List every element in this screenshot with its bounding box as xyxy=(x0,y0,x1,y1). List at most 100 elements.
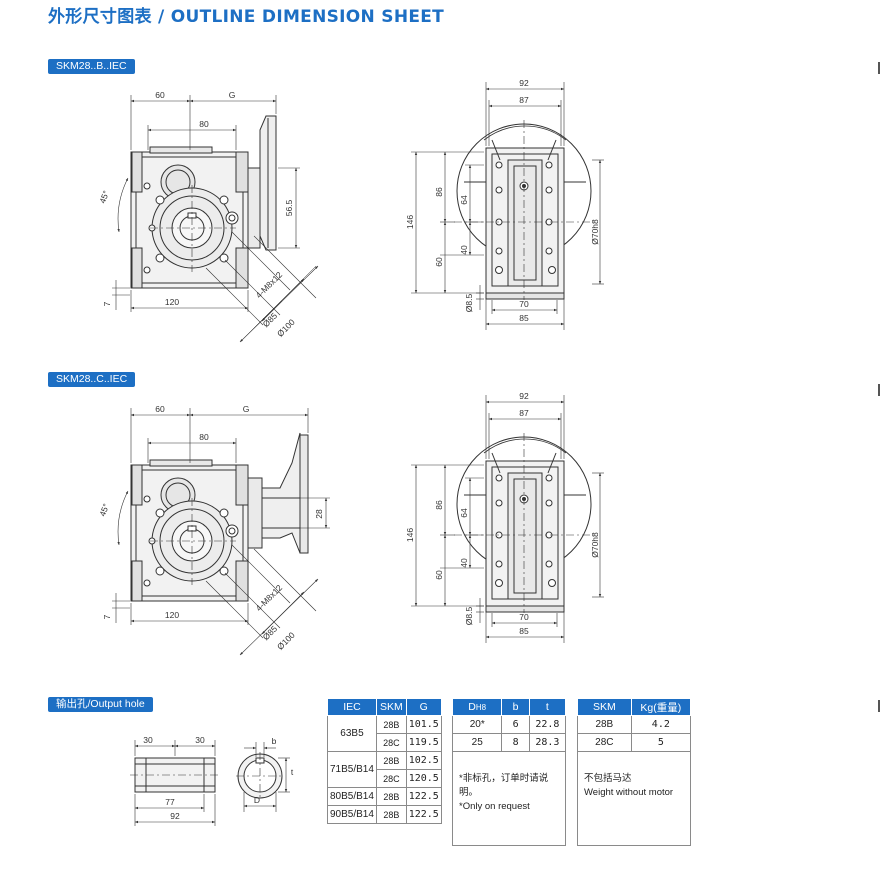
dim-85: 85 xyxy=(519,626,529,636)
cell-g: 101.5 xyxy=(405,715,442,734)
cell-skm: 28B xyxy=(375,715,407,734)
dim-86: 86 xyxy=(434,500,444,510)
cell-iec: 90B5/B14 xyxy=(327,805,377,824)
dim-45-deg: 45° xyxy=(97,189,111,205)
output-hole-table: DH8 b t 20* 6 22.8 25 8 28.3 *非标孔，订单时请说明… xyxy=(451,698,567,846)
dim-77: 77 xyxy=(165,797,175,807)
dim-60: 60 xyxy=(155,404,165,414)
page-edge-mark xyxy=(878,62,880,74)
header-t: t xyxy=(528,698,567,716)
dim-dia-70h8: Ø70h8 xyxy=(590,532,600,558)
dim-4-m8x12: 4-M8x12 xyxy=(254,582,285,613)
cell-kg: 4.2 xyxy=(630,715,692,734)
dim-28: 28 xyxy=(314,509,324,519)
note-en: *Only on request xyxy=(459,801,530,812)
drawing-c-front-view: 92 87 146 86 60 64 40 Ø8.5 70 85 Ø70h8 xyxy=(405,391,604,643)
drawing-b-front-view: 92 87 146 86 60 64 40 Ø8.5 70 85 Ø70h8 xyxy=(405,78,604,330)
dim-146: 146 xyxy=(405,528,415,542)
cell-t: 28.3 xyxy=(528,733,567,752)
drawing-b-side-view: 60 G 80 120 7 45° 56.5 4-M8x12 Ø85 Ø100 xyxy=(97,90,319,343)
table-row: 20* 6 22.8 xyxy=(451,715,567,734)
dim-dia-100: Ø100 xyxy=(275,317,297,339)
dim-dia-70h8: Ø70h8 xyxy=(590,219,600,245)
dim-60-vertical: 60 xyxy=(434,257,444,267)
dim-86: 86 xyxy=(434,187,444,197)
dim-dia-8-5: Ø8.5 xyxy=(464,607,474,626)
dim-40: 40 xyxy=(459,245,469,255)
cell-skm: 28B xyxy=(375,805,407,824)
cell-iec: 71B5/B14 xyxy=(327,751,377,788)
cell-b: 8 xyxy=(501,733,530,752)
dim-dia-100: Ø100 xyxy=(275,630,297,652)
dim-60: 60 xyxy=(155,90,165,100)
header-iec: IEC xyxy=(327,698,377,716)
header-skm: SKM xyxy=(375,698,407,716)
cell-skm: 28B xyxy=(375,787,407,806)
table-row: 63B5 28B 101.5 xyxy=(327,715,442,752)
dim-64: 64 xyxy=(459,508,469,518)
dim-70: 70 xyxy=(519,612,529,622)
table-row: 25 8 28.3 xyxy=(451,733,567,752)
page-title: 外形尺寸图表 / OUTLINE DIMENSION SHEET xyxy=(48,7,445,27)
header-g: G xyxy=(405,698,442,716)
cell-d: 25 xyxy=(451,733,503,752)
cell-iec: 63B5 xyxy=(327,715,377,752)
header-skm: SKM xyxy=(577,698,632,716)
dim-87: 87 xyxy=(519,408,529,418)
cell-g: 120.5 xyxy=(405,769,442,788)
cell-g: 102.5 xyxy=(405,751,442,770)
dim-56-5: 56.5 xyxy=(284,199,294,216)
table-row: 80B5/B14 28B 122.5 xyxy=(327,787,442,806)
dim-87: 87 xyxy=(519,95,529,105)
note-cn: 不包括马达 xyxy=(584,773,632,784)
dim-80: 80 xyxy=(199,119,209,129)
cell-g: 122.5 xyxy=(405,805,442,824)
dim-92: 92 xyxy=(170,811,180,821)
dim-70: 70 xyxy=(519,299,529,309)
dim-b: b xyxy=(272,736,277,746)
dim-64: 64 xyxy=(459,195,469,205)
table-row: 28C 120.5 xyxy=(328,769,442,788)
note-cell: 不包括马达 Weight without motor xyxy=(577,751,691,846)
cell-skm: 28C xyxy=(577,733,632,752)
cell-skm: 28B xyxy=(375,751,407,770)
dim-t: t xyxy=(291,767,294,777)
dim-7: 7 xyxy=(102,301,112,306)
dim-85: 85 xyxy=(519,313,529,323)
dim-146: 146 xyxy=(405,215,415,229)
cell-skm: 28C xyxy=(375,769,407,788)
note-cell: *非标孔，订单时请说明。 *Only on request xyxy=(452,751,566,846)
table-row: 71B5/B14 28B 102.5 xyxy=(327,751,442,788)
dim-30-right: 30 xyxy=(195,735,205,745)
dim-7: 7 xyxy=(102,614,112,619)
header-b: b xyxy=(501,698,530,716)
dim-120: 120 xyxy=(165,297,179,307)
cell-iec: 80B5/B14 xyxy=(327,787,377,806)
dim-dia-85: Ø85 xyxy=(261,310,280,329)
dim-80: 80 xyxy=(199,432,209,442)
dim-60-vertical: 60 xyxy=(434,570,444,580)
cell-skm: 28B xyxy=(577,715,632,734)
dim-45-deg: 45° xyxy=(97,502,111,518)
output-hole-drawing: 30 30 77 92 b t D xyxy=(130,735,294,826)
page-edge-mark xyxy=(878,700,880,712)
drawing-c-side-view: 60 G 80 120 7 45° 28 4-M8x12 Ø85 Ø100 xyxy=(97,404,330,656)
dim-40: 40 xyxy=(459,558,469,568)
table-row: 90B5/B14 28B 122.5 xyxy=(327,805,442,824)
cell-kg: 5 xyxy=(630,733,692,752)
cell-d: 20* xyxy=(451,715,503,734)
dim-30-left: 30 xyxy=(143,735,153,745)
section-tag-c-iec: SKM28..C..IEC xyxy=(48,372,136,387)
note-cn: *非标孔，订单时请说明。 xyxy=(459,773,549,798)
header-d-h8: DH8 xyxy=(451,698,503,716)
dim-92: 92 xyxy=(519,78,529,88)
page-edge-mark xyxy=(878,384,880,396)
cell-g: 122.5 xyxy=(405,787,442,806)
cell-skm: 28C xyxy=(375,733,407,752)
header-kg: Kg(重量) xyxy=(630,698,692,716)
dim-g: G xyxy=(229,90,236,100)
dim-dia-8-5: Ø8.5 xyxy=(464,294,474,313)
note-en: Weight without motor xyxy=(584,787,674,798)
table-row: 28B 4.2 xyxy=(577,715,692,734)
